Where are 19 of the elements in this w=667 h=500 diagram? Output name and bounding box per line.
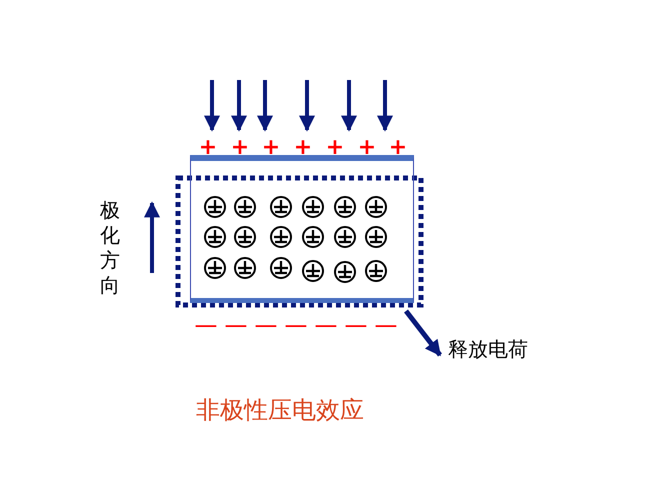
- charge-sign: −: [341, 316, 371, 338]
- charge-sign: +: [388, 137, 408, 159]
- caption: 非极性压电效应: [196, 395, 364, 426]
- charge-sign: −: [221, 316, 251, 338]
- charge-sign: +: [230, 137, 250, 159]
- axis-label: 极化方向: [100, 198, 120, 298]
- charge-sign: +: [357, 137, 377, 159]
- charge-sign: +: [325, 137, 345, 159]
- charge-sign: −: [191, 316, 221, 338]
- annotation-text: 释放电荷: [448, 336, 528, 362]
- charge-sign: −: [281, 316, 311, 338]
- charge-sign: +: [198, 137, 218, 159]
- charge-sign: −: [251, 316, 281, 338]
- charge-sign: −: [371, 316, 401, 338]
- charge-sign: +: [261, 137, 281, 159]
- arrow: [404, 309, 442, 357]
- charge-sign: −: [311, 316, 341, 338]
- charge-sign: +: [293, 137, 313, 159]
- crystal-block: [190, 155, 414, 303]
